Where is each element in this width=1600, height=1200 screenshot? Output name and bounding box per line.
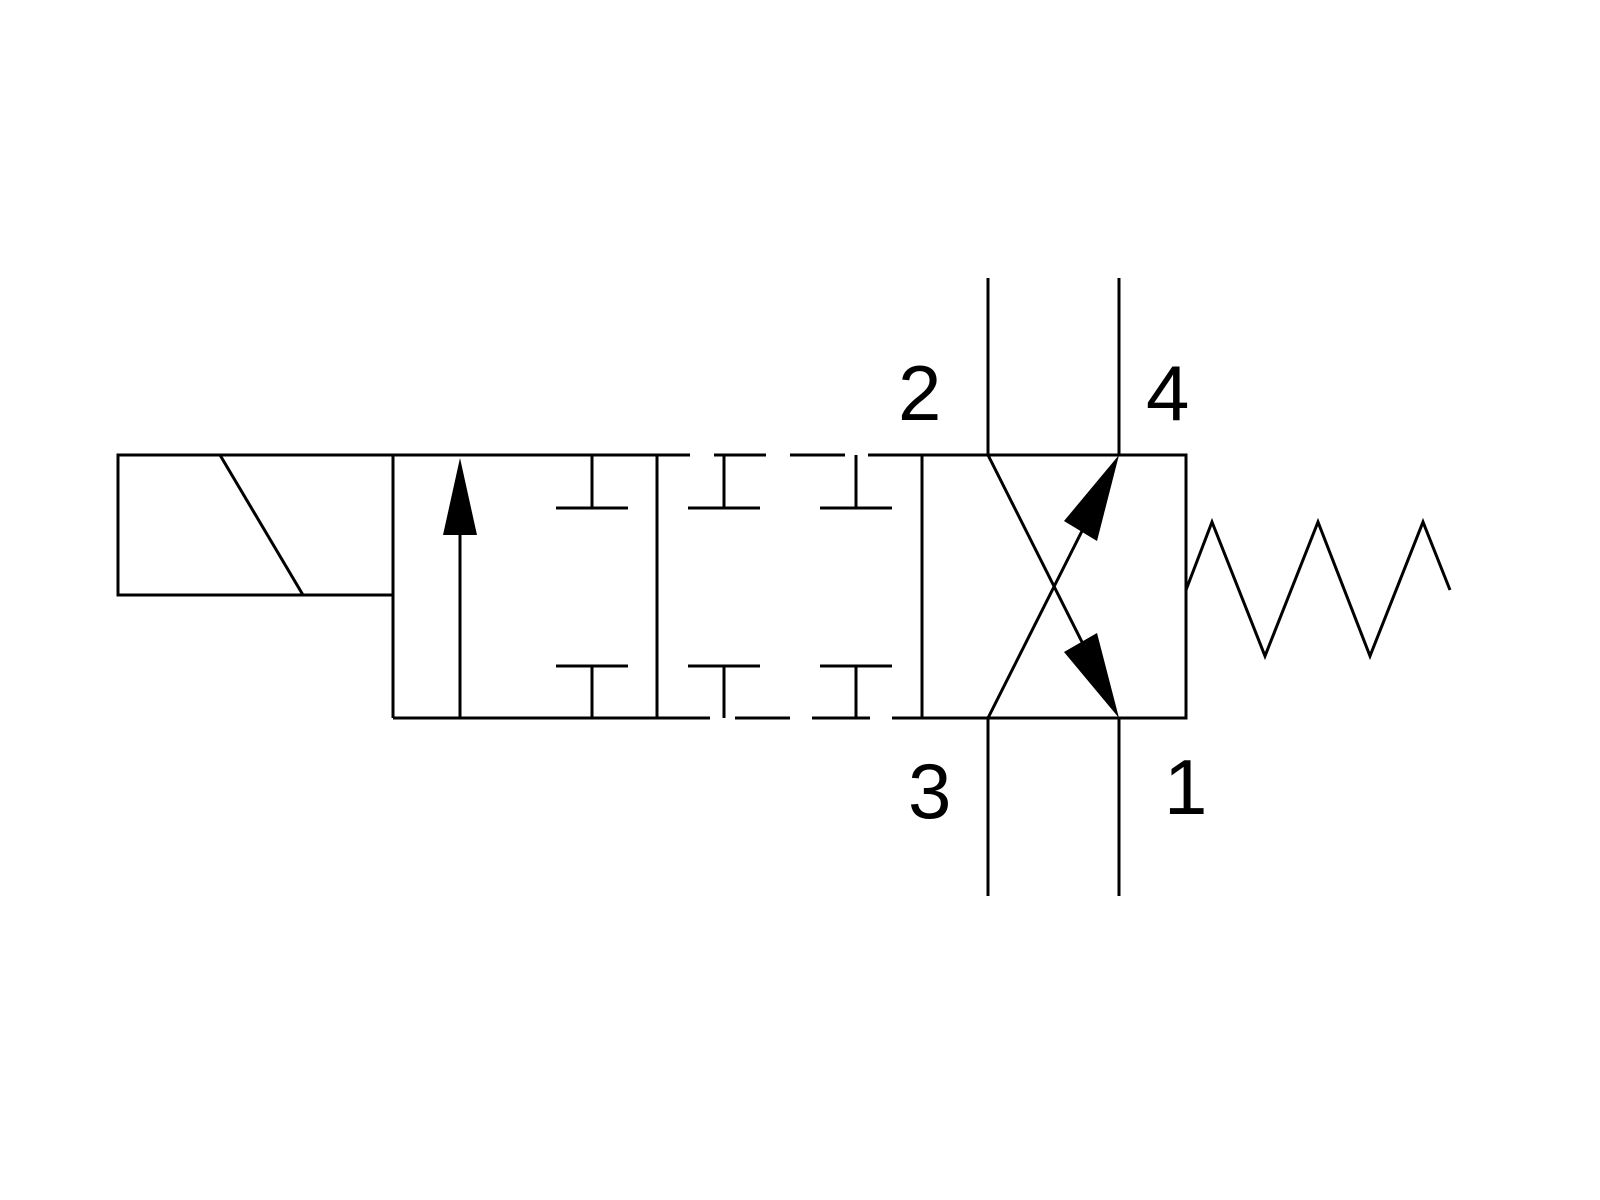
port-lines [986, 278, 1121, 896]
valve-position-right [920, 453, 1188, 720]
port-label-2: 2 [898, 349, 941, 437]
flow-arrow-icon [1064, 455, 1119, 541]
valve-position-transition [688, 453, 922, 720]
flow-arrow-icon [1064, 633, 1119, 718]
valve-position-left [391, 453, 710, 720]
return-spring [1184, 517, 1452, 661]
port-label-1: 1 [1164, 743, 1207, 831]
solenoid-actuator [116, 453, 395, 597]
port-label-3: 3 [908, 747, 951, 835]
flow-arrow-icon [443, 458, 477, 535]
port-label-4: 4 [1146, 349, 1189, 437]
